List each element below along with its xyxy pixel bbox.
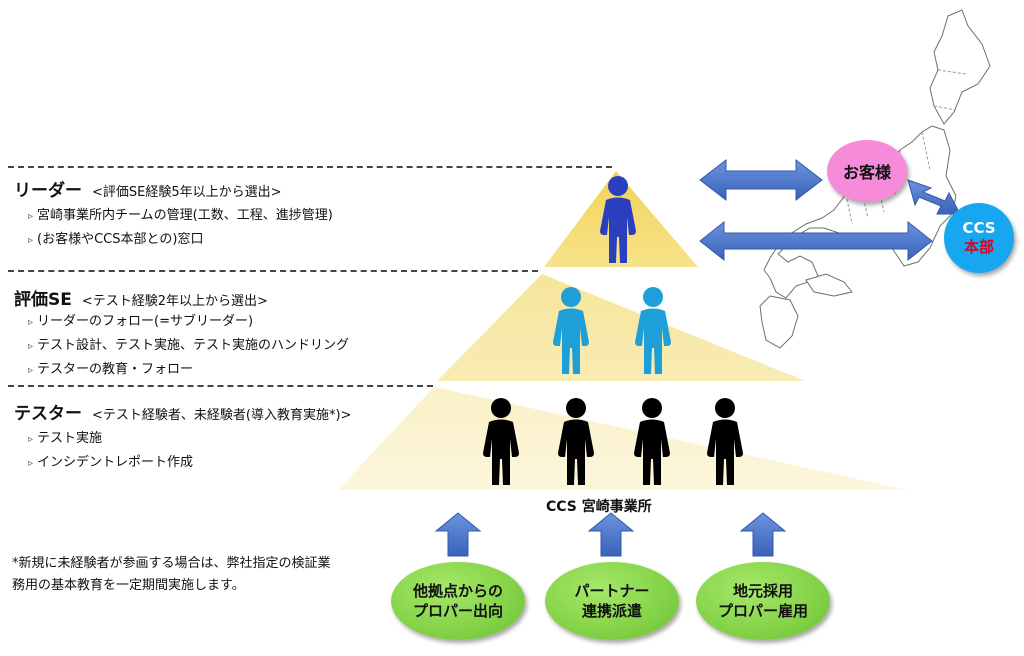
tier-se-bullets: リーダーのフォロー(=サブリーダー) テスト設計、テスト実施、テスト実施のハンド… [28,310,349,382]
source-line2: プロパー出向 [412,602,503,620]
customer-node: お客様 [827,140,907,202]
bullet-item: インシデントレポート作成 [28,451,193,475]
bullet-item: リーダーのフォロー(=サブリーダー) [28,310,349,334]
bullet-item: テスト実施 [28,427,193,451]
tier-se-title: 評価SE <テスト経験2年以上から選出> [14,285,268,310]
bullet-item: 宮崎事業所内チームの管理(工数、工程、進捗管理) [28,204,333,228]
bullet-item: テスト設計、テスト実施、テスト実施のハンドリング [28,334,349,358]
pyramid-tier-tester [338,387,908,490]
source-partner: パートナー連携派遣 [545,562,679,640]
tier-divider-tester [8,385,433,387]
tier-divider-leader [8,166,612,168]
tier-subtitle: <テスト経験者、未経験者(導入教育実施*)> [92,408,352,423]
tier-leader-title: リーダー <評価SE経験5年以上から選出> [14,176,282,201]
tier-subtitle: <評価SE経験5年以上から選出> [92,185,282,200]
source-line1: パートナー [574,582,650,600]
tier-title-text: テスター [14,404,82,424]
hq-label-line2: 本部 [963,238,994,256]
source-line2: プロパー雇用 [717,602,808,620]
tier-title-text: 評価SE [14,290,72,310]
up-arrow-icon [587,512,635,557]
tier-tester-title: テスター <テスト経験者、未経験者(導入教育実施*)> [14,399,351,424]
tier-subtitle: <テスト経験2年以上から選出> [81,294,268,309]
bullet-item: (お客様やCCS本部との)窓口 [28,228,333,252]
customer-label: お客様 [842,163,891,182]
hq-node: CCS 本部 [944,203,1014,273]
source-line1: 他拠点からの [412,582,503,600]
double-arrow-icon [699,220,933,262]
up-arrow-icon [739,512,787,557]
hq-label-line1: CCS [962,219,996,237]
source-line2: 連携派遣 [581,602,642,620]
tier-title-text: リーダー [14,181,82,201]
footnote: *新規に未経験者が参画する場合は、弊社指定の検証業務用の基本教育を一定期間実施し… [12,556,331,593]
bullet-item: テスターの教育・フォロー [28,358,349,382]
source-transfer: 他拠点からのプロパー出向 [391,562,525,640]
up-arrow-icon [434,512,482,557]
tier-leader-bullets: 宮崎事業所内チームの管理(工数、工程、進捗管理) (お客様やCCS本部との)窓口 [28,204,333,252]
tier-tester-bullets: テスト実施 インシデントレポート作成 [28,427,193,475]
double-arrow-icon [699,158,823,202]
source-local-hire: 地元採用プロパー雇用 [696,562,830,640]
office-label: CCS 宮崎事業所 [546,499,652,515]
source-line1: 地元採用 [732,582,793,600]
tier-divider-se [8,270,538,272]
pyramid-tier-se [437,274,805,381]
